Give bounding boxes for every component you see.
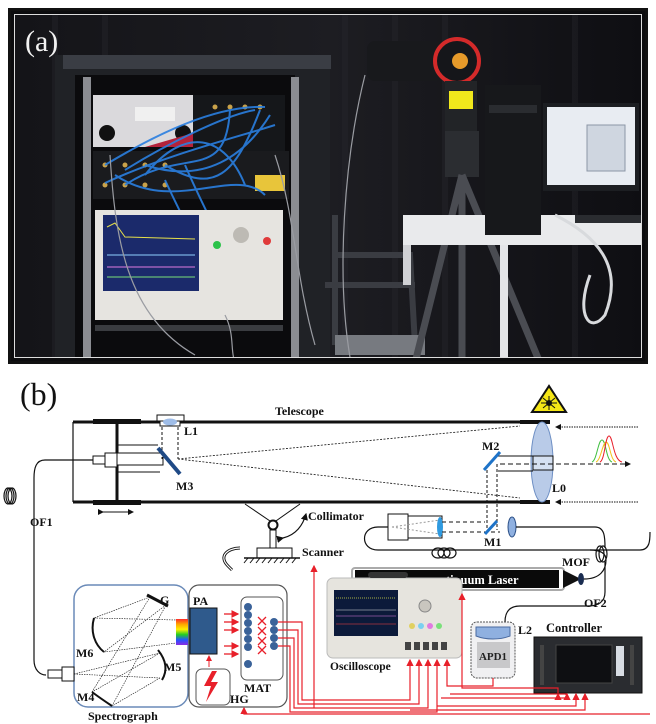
panel-b-label: (b)	[20, 376, 58, 412]
lab-setup-photo: (a)	[8, 8, 648, 364]
label-telescope: Telescope	[275, 404, 325, 418]
lens-l1	[163, 418, 177, 426]
yellow-label	[449, 91, 473, 109]
pulse-spectrum-icon	[591, 435, 623, 463]
grating-g	[146, 593, 169, 608]
label-controller: Controller	[546, 621, 602, 635]
label-m2: M2	[482, 439, 499, 453]
label-l0: L0	[552, 481, 566, 495]
signal-cables	[240, 564, 650, 715]
lightning-bolt-icon	[204, 671, 218, 702]
photo-scene	[15, 15, 641, 357]
label-m6: M6	[76, 646, 93, 660]
label-oscilloscope: Oscilloscope	[330, 661, 391, 673]
label-mat: MAT	[244, 681, 271, 695]
laser-warning-triangle-icon	[530, 384, 568, 413]
photomultiplier-array-pa	[189, 607, 218, 655]
label-m5: M5	[164, 660, 181, 674]
label-pa: PA	[193, 594, 208, 608]
label-l1: L1	[184, 424, 198, 438]
mirror-m3	[156, 446, 182, 476]
label-mof: MOF	[562, 555, 590, 569]
scanner	[222, 503, 308, 572]
label-m4: M4	[77, 690, 94, 704]
label-m3: M3	[176, 479, 193, 493]
equipment-rack	[55, 55, 331, 357]
label-m1: M1	[484, 535, 501, 549]
apd1: APD1	[470, 621, 516, 679]
label-apd1: APD1	[479, 651, 507, 663]
panel-a-label: (a)	[25, 25, 59, 58]
desk	[403, 85, 641, 357]
fiber-coil-icon	[3, 487, 608, 563]
label-l2: L2	[518, 623, 532, 637]
mat-channels	[244, 603, 278, 668]
controller	[533, 636, 643, 694]
telescope	[72, 384, 638, 530]
spectrograph	[47, 584, 189, 708]
label-spectrograph: Spectrograph	[88, 709, 158, 723]
collimator	[363, 513, 651, 551]
mirror-m1	[483, 519, 499, 536]
label-of1: OF1	[30, 515, 53, 529]
label-scanner: Scanner	[302, 545, 345, 559]
label-collimator: Collimator	[308, 509, 365, 523]
label-g: G	[160, 593, 169, 607]
oscilloscope	[326, 572, 463, 659]
label-hg: HG	[230, 692, 249, 706]
lidar-schematic: Telescope L1 M3 M2 L0 Collimator Scanner	[3, 384, 651, 723]
mirror-m2	[482, 451, 502, 471]
photo-frame	[14, 14, 642, 358]
label-of2: OF2	[584, 596, 607, 610]
